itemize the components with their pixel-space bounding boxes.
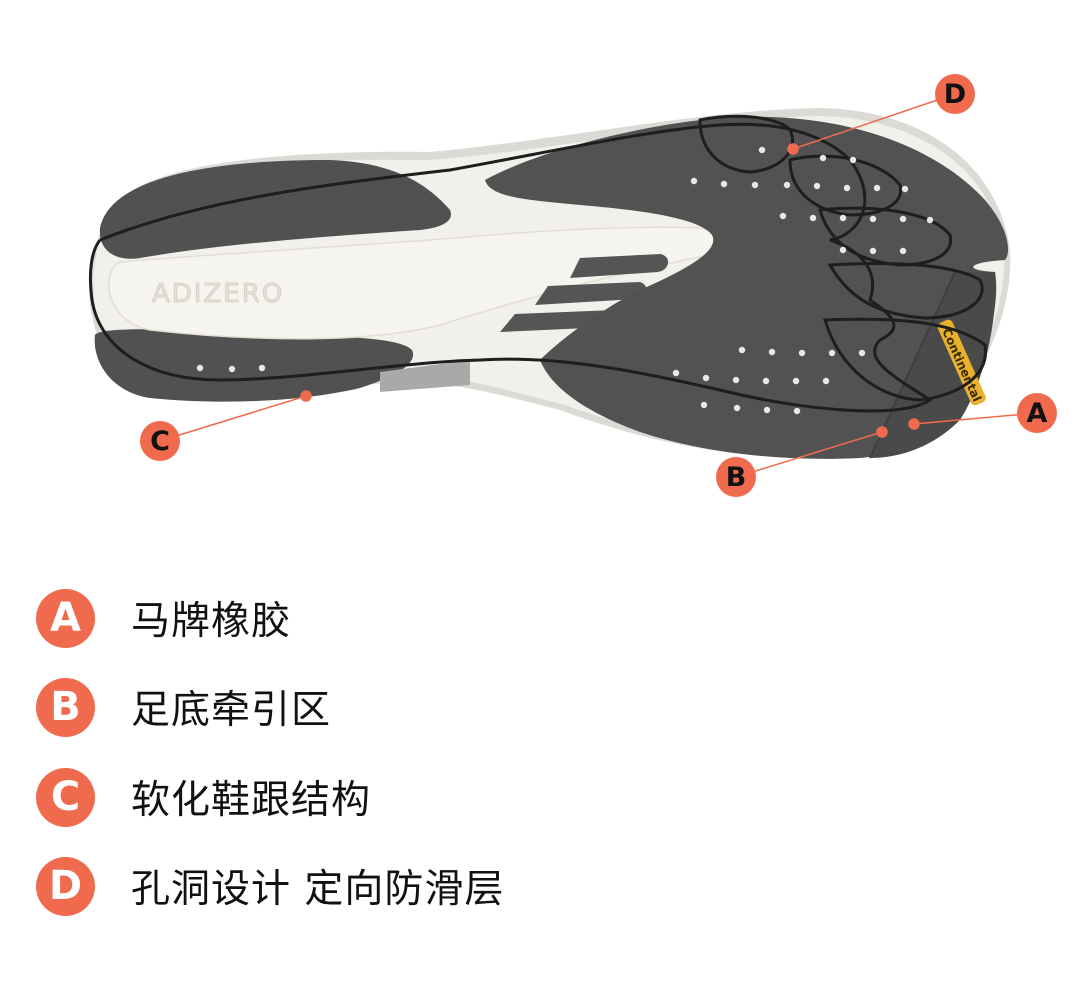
shoe-outsole-illustration: ADIZERO Continental bbox=[88, 93, 1038, 478]
legend-item-c: C 软化鞋跟结构 bbox=[36, 767, 371, 827]
legend-badge-a-letter: A bbox=[50, 595, 81, 641]
callout-b: B bbox=[716, 457, 756, 497]
callout-leaders bbox=[159, 93, 1038, 478]
callout-a-label: A bbox=[1026, 397, 1048, 429]
heel-outsole-top bbox=[99, 160, 451, 259]
midplate bbox=[108, 226, 723, 340]
legend-badge-b: B bbox=[36, 677, 95, 737]
callout-a: A bbox=[1017, 393, 1057, 433]
legend-item-d: D 孔洞设计 定向防滑层 bbox=[36, 856, 504, 916]
foot-outline bbox=[88, 122, 933, 413]
legend-item-b: B 足底牵引区 bbox=[36, 677, 331, 737]
legend-badge-a: A bbox=[36, 588, 95, 648]
toe-outline-3 bbox=[818, 206, 953, 267]
toe-outline-2 bbox=[788, 154, 903, 217]
callout-d-label: D bbox=[943, 78, 967, 110]
callout-d: D bbox=[935, 74, 975, 114]
legend-label-d: 孔洞设计 定向防滑层 bbox=[131, 867, 505, 912]
adidas-logo-mark bbox=[380, 360, 470, 392]
stripe-2 bbox=[535, 282, 647, 305]
toe-outline-4 bbox=[827, 262, 984, 320]
heel-outsole-bottom bbox=[94, 329, 414, 402]
callout-c: C bbox=[140, 421, 180, 461]
legend-item-a: A 马牌橡胶 bbox=[36, 588, 291, 648]
shoe-outsole-figure: ADIZERO Continental bbox=[88, 74, 1057, 497]
toe-outline-5 bbox=[823, 317, 988, 402]
legend-label-c: 软化鞋跟结构 bbox=[131, 778, 372, 823]
callout-c-label: C bbox=[150, 425, 170, 457]
stripe-1 bbox=[570, 254, 669, 278]
legend-badge-c-letter: C bbox=[50, 774, 81, 820]
legend-label-b: 足底牵引区 bbox=[131, 688, 332, 733]
legend-badge-d: D bbox=[36, 856, 95, 916]
toe-outline-1 bbox=[698, 114, 794, 174]
forefoot-outsole bbox=[485, 116, 1009, 459]
legend-badge-b-letter: B bbox=[50, 684, 81, 730]
adizero-emboss: ADIZERO bbox=[152, 279, 284, 309]
continental-rubber-zone bbox=[870, 272, 996, 458]
callout-b-label: B bbox=[725, 461, 747, 493]
legend-label-a: 马牌橡胶 bbox=[131, 599, 292, 644]
perforation-holes bbox=[196, 146, 934, 415]
legend-badge-d-letter: D bbox=[48, 863, 83, 909]
legend-badge-c: C bbox=[36, 767, 95, 827]
